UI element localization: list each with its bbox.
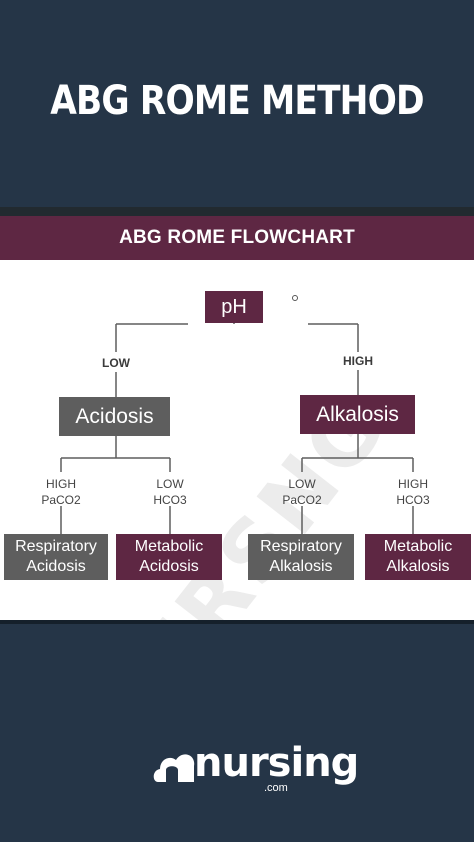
divider <box>0 207 474 216</box>
logo-domain: .com <box>264 782 288 794</box>
ph-node: pH <box>205 291 263 323</box>
branch-high-label: HIGH <box>343 354 373 368</box>
panel-border <box>0 620 474 624</box>
nursing-logo: nursing .com <box>152 740 359 800</box>
cloud-icon <box>153 754 195 782</box>
logo-wordmark: nursing <box>194 740 359 786</box>
dot-mark <box>292 295 298 301</box>
flowchart-banner: ABG ROME FLOWCHART <box>0 216 474 260</box>
acidosis-node: Acidosis <box>59 397 170 436</box>
page-title: ABG ROME METHOD <box>50 78 424 124</box>
branch-low-label: LOW <box>102 356 130 370</box>
alkalosis-node: Alkalosis <box>300 395 415 434</box>
